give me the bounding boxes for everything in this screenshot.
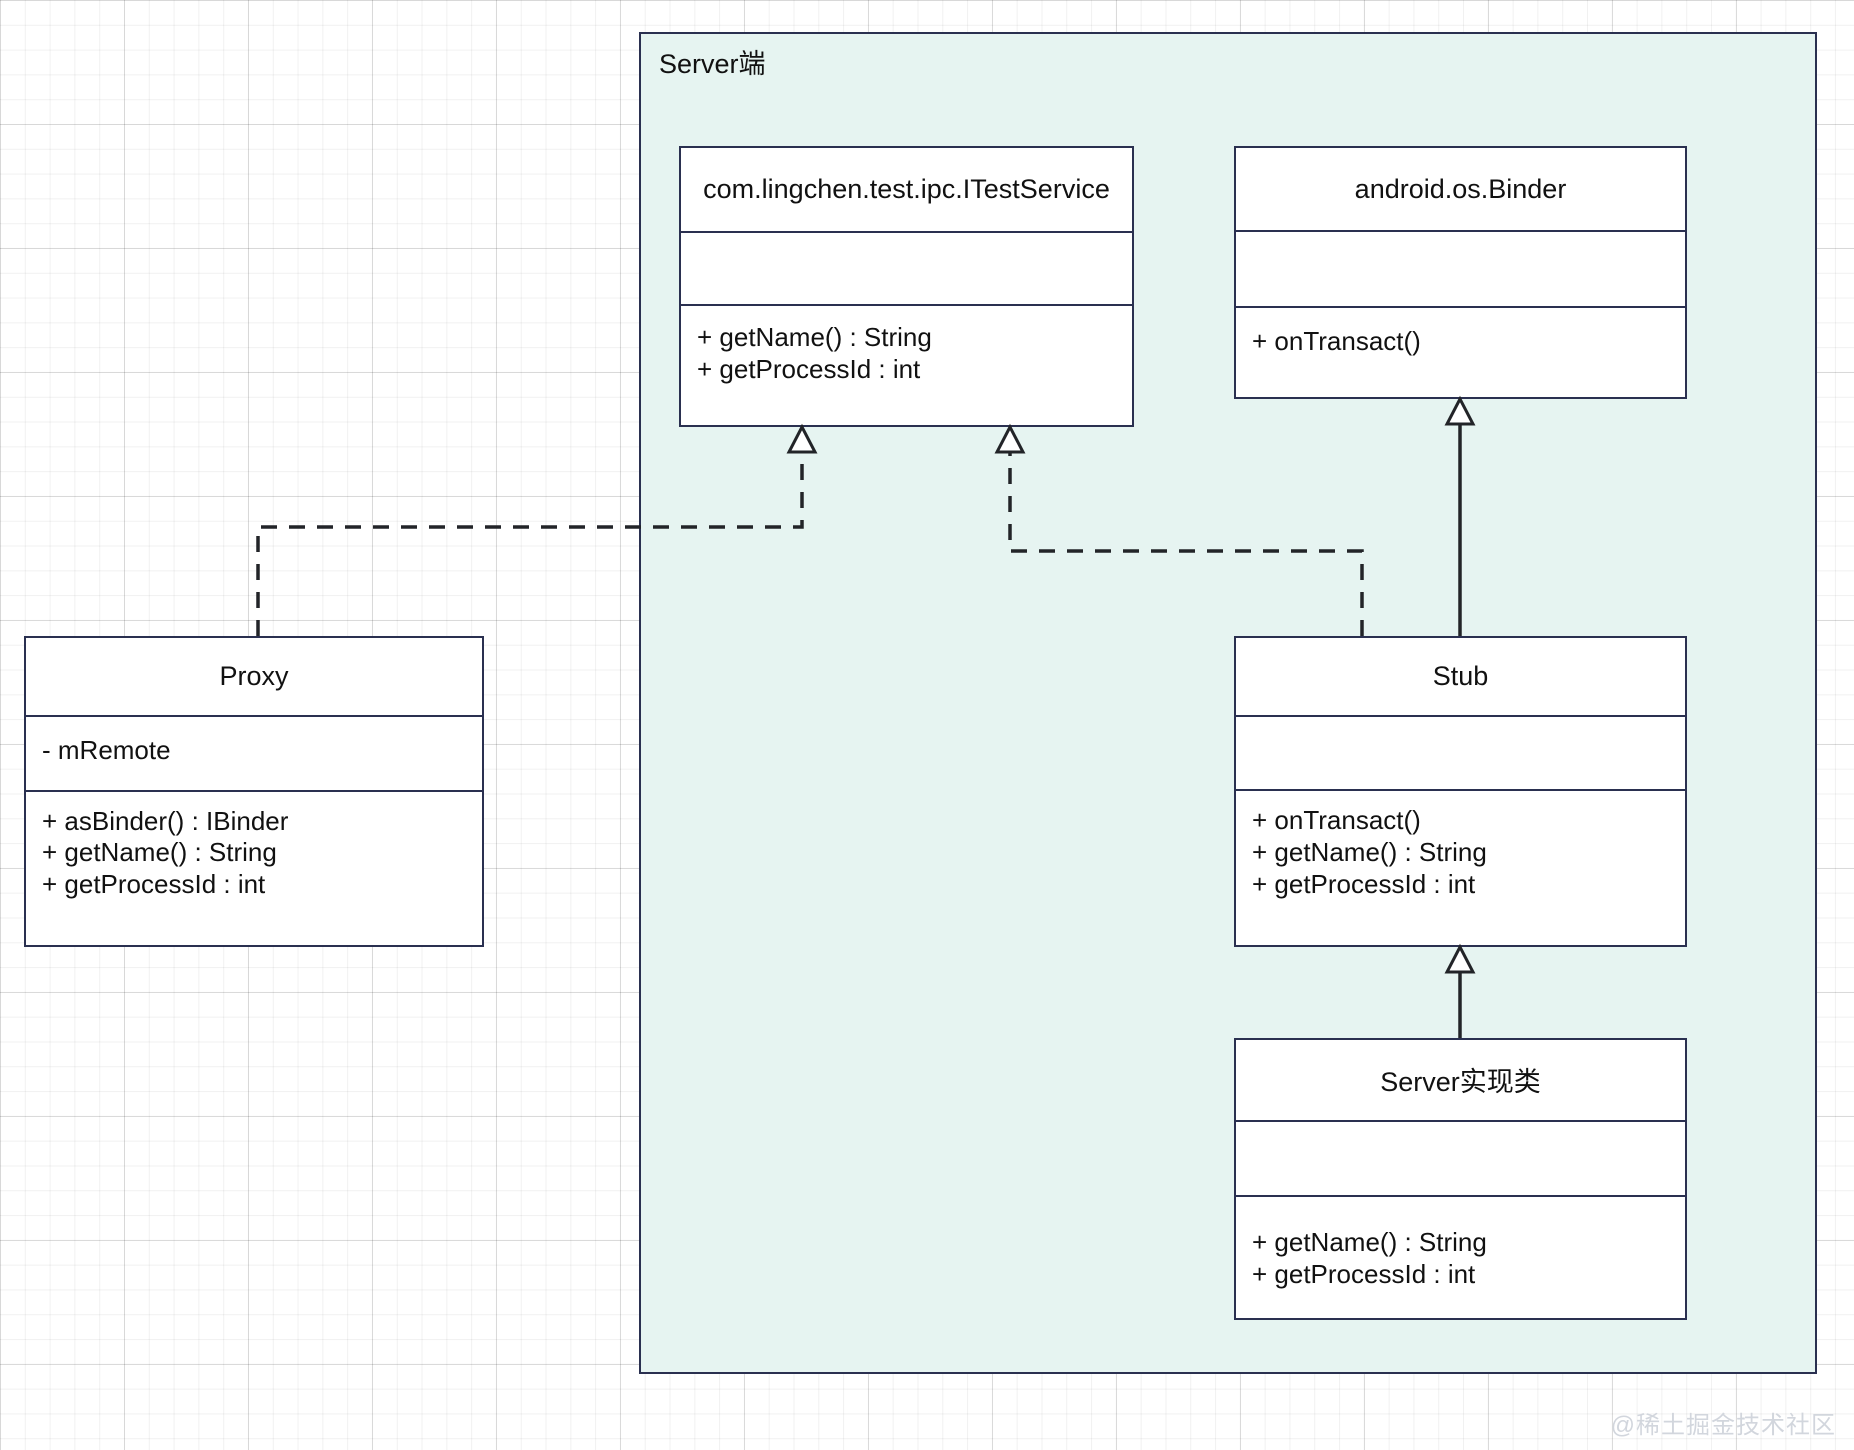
operation-item: + getName() : String: [1252, 837, 1487, 868]
class-separator: [1236, 306, 1685, 309]
class-title-server-impl: Server实现类: [1380, 1067, 1541, 1098]
operation-item: + getName() : String: [697, 322, 932, 353]
class-attributes-stub: [1236, 717, 1685, 789]
class-separator: [1236, 1119, 1685, 1122]
class-separator: [26, 715, 482, 718]
class-separator: [1236, 789, 1685, 792]
class-title-binder: android.os.Binder: [1354, 173, 1567, 204]
operation-item: + getProcessId : int: [697, 353, 921, 384]
attribute-item: - mRemote: [42, 735, 171, 766]
operation-item: + onTransact(): [1252, 805, 1421, 836]
operation-item: + getProcessId : int: [1252, 868, 1476, 899]
class-operations-proxy: + asBinder() : IBinder + getName() : Str…: [26, 792, 482, 945]
operation-item: + asBinder() : IBinder: [42, 805, 289, 836]
class-box-itestservice[interactable]: com.lingchen.test.ipc.ITestService + get…: [679, 146, 1134, 427]
class-operations-stub: + onTransact() + getName() : String + ge…: [1236, 791, 1685, 945]
class-box-binder[interactable]: android.os.Binder + onTransact(): [1234, 146, 1687, 399]
operation-item: + getProcessId : int: [42, 868, 266, 899]
class-operations-binder: + onTransact(): [1236, 308, 1685, 397]
class-attributes-binder: [1236, 232, 1685, 306]
operation-item: + getName() : String: [1252, 1227, 1487, 1258]
server-container-label: Server端: [659, 49, 766, 79]
class-attributes-proxy: - mRemote: [26, 717, 482, 789]
class-title-itestservice: com.lingchen.test.ipc.ITestService: [703, 173, 1110, 204]
class-title-stub: Stub: [1432, 661, 1489, 692]
class-separator: [681, 304, 1132, 307]
class-operations-itestservice: + getName() : String + getProcessId : in…: [681, 306, 1132, 425]
operation-item: + getProcessId : int: [1252, 1258, 1476, 1289]
watermark-text: @稀土掘金技术社区: [1610, 1412, 1836, 1439]
class-attributes-server-impl: [1236, 1122, 1685, 1195]
class-title-proxy: Proxy: [219, 661, 289, 692]
class-attributes-itestservice: [681, 233, 1132, 304]
class-separator: [1236, 715, 1685, 718]
class-box-proxy[interactable]: Proxy - mRemote + asBinder() : IBinder +…: [24, 636, 484, 947]
class-separator: [1236, 1195, 1685, 1198]
class-box-stub[interactable]: Stub + onTransact() + getName() : String…: [1234, 636, 1687, 947]
class-separator: [26, 789, 482, 792]
operation-item: + getName() : String: [42, 837, 277, 868]
class-operations-server-impl: + getName() : String + getProcessId : in…: [1236, 1197, 1685, 1318]
class-separator: [1236, 230, 1685, 233]
operation-item: + onTransact(): [1252, 326, 1421, 357]
class-box-server-impl[interactable]: Server实现类 + getName() : String + getProc…: [1234, 1038, 1687, 1320]
class-separator: [681, 230, 1132, 233]
